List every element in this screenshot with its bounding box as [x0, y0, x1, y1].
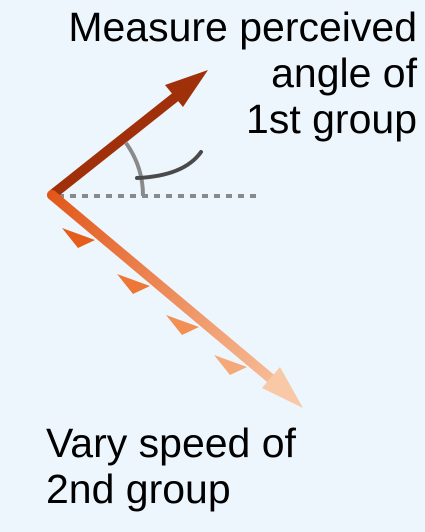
measure-angle-label: Measure perceived angle of 1st group: [68, 4, 417, 142]
measure-angle-label-line-3: 1st group: [246, 96, 417, 142]
measure-angle-label-line-2: angle of: [271, 50, 417, 96]
angle-pointer-arc: [135, 150, 203, 180]
measure-angle-label-line-1: Measure perceived: [68, 4, 417, 50]
second-group-arrowhead-4: [214, 355, 247, 375]
angle-arc: [124, 141, 146, 197]
second-group-arrowhead-5: [262, 367, 303, 408]
second-group-arrow: [47, 190, 303, 408]
first-group-arrow: [47, 70, 208, 200]
second-group-arrowhead-3: [166, 315, 199, 335]
second-group-arrowhead-1: [62, 228, 95, 248]
vary-speed-label: Vary speed of 2nd group: [46, 420, 296, 512]
vary-speed-label-line-2: 2nd group: [46, 466, 231, 512]
vary-speed-label-line-1: Vary speed of: [46, 420, 296, 466]
second-group-arrowhead-2: [117, 274, 150, 294]
first-group-arrowhead: [165, 70, 208, 107]
